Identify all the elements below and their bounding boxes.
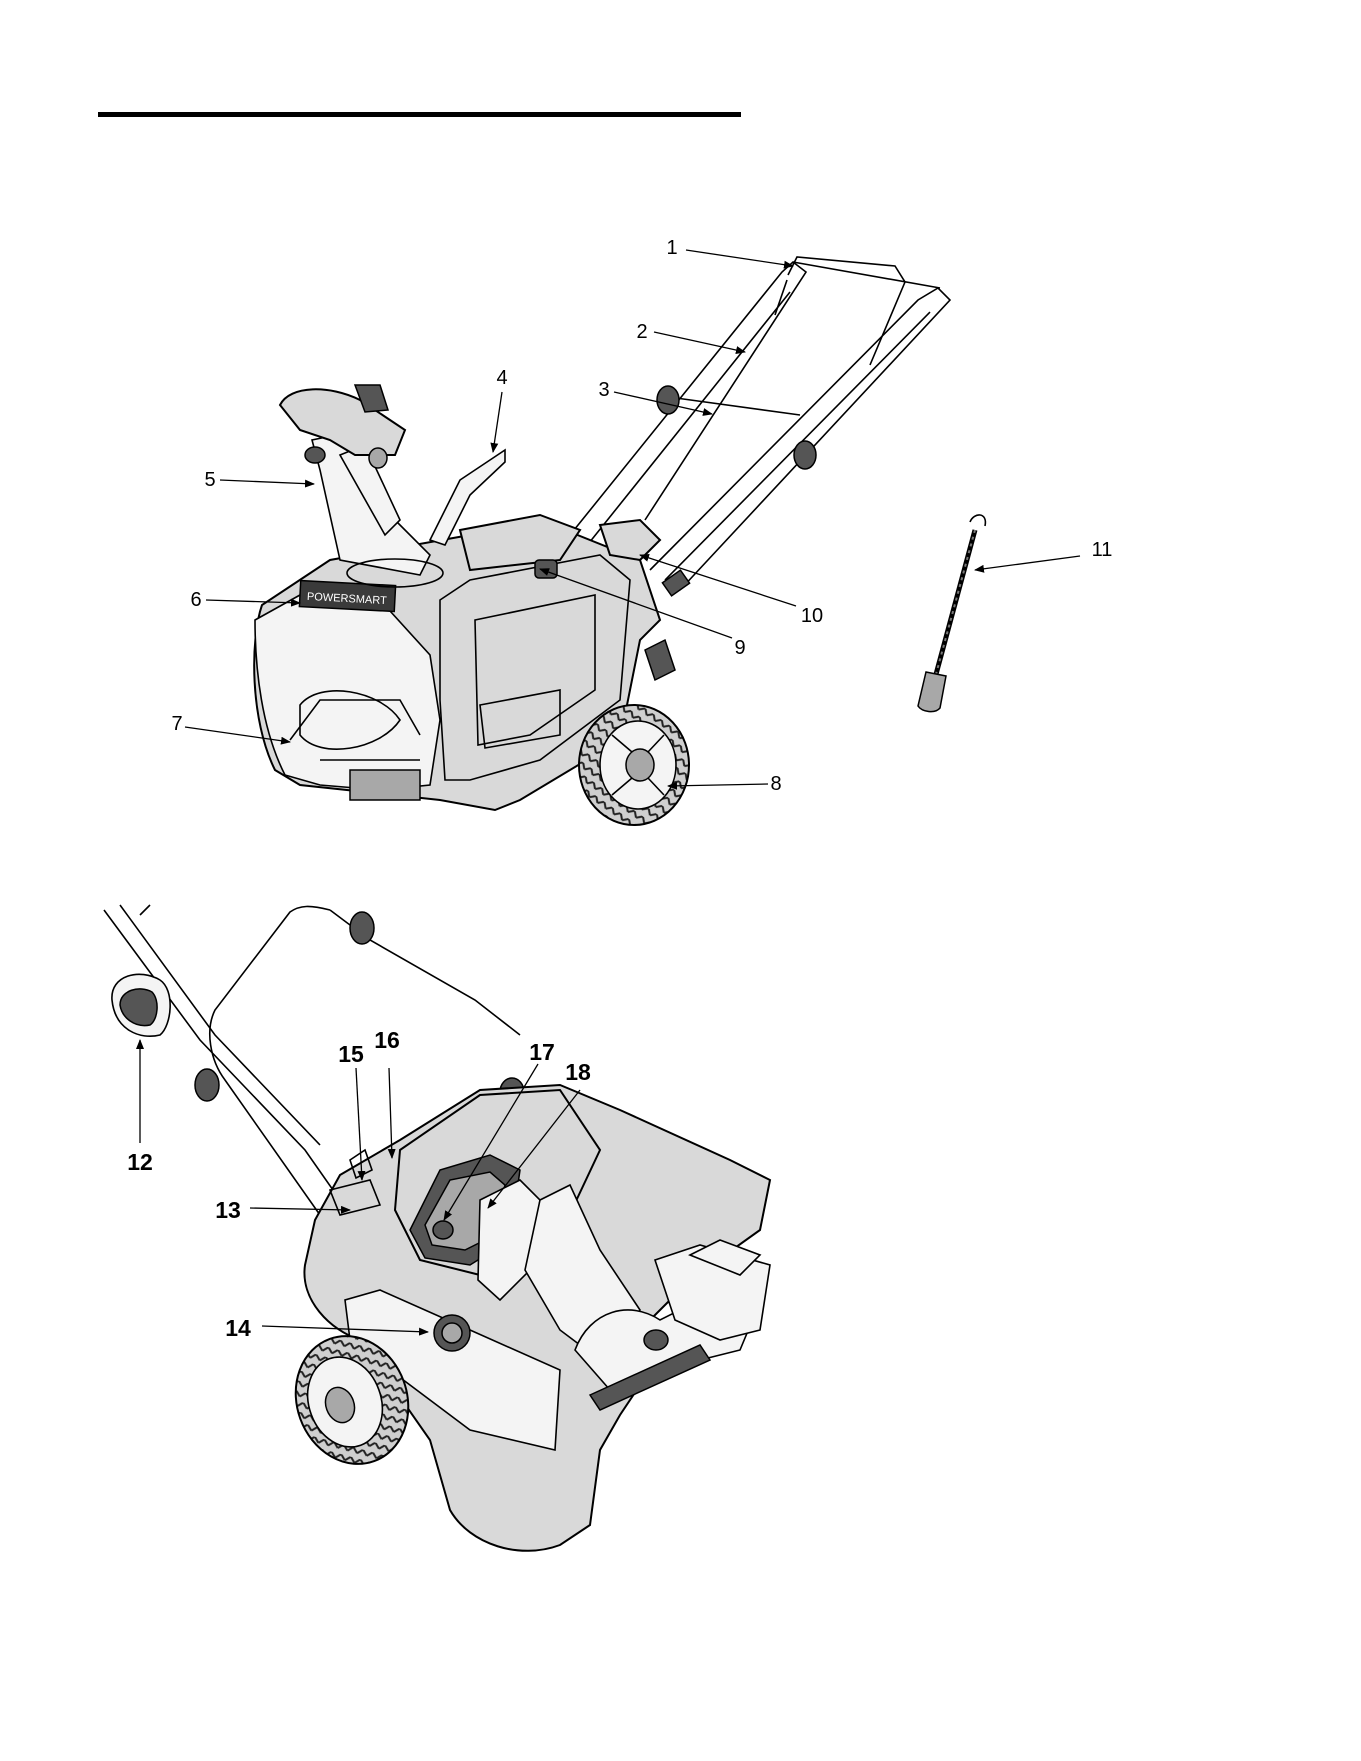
callout-14: 14 xyxy=(225,1315,251,1341)
callout-15: 15 xyxy=(338,1041,364,1067)
callout-5: 5 xyxy=(204,469,215,491)
callout-4: 4 xyxy=(496,367,507,389)
cleanout-tool xyxy=(918,515,985,712)
callout-16: 16 xyxy=(374,1027,400,1053)
callout-10: 10 xyxy=(801,605,823,627)
callout-11: 11 xyxy=(1092,539,1113,561)
callout-6: 6 xyxy=(190,589,201,611)
callout-3: 3 xyxy=(598,379,609,401)
callout-12: 12 xyxy=(127,1149,153,1175)
front-view-drawing: POWERSMART xyxy=(171,237,1112,825)
callout-2: 2 xyxy=(636,321,647,343)
callout-18: 18 xyxy=(565,1059,591,1085)
callout-9: 9 xyxy=(734,637,745,659)
lower-housing xyxy=(304,1085,770,1551)
callout-1: 1 xyxy=(666,237,677,259)
callout-8: 8 xyxy=(770,773,781,795)
callout-13: 13 xyxy=(215,1197,241,1223)
callout-17: 17 xyxy=(529,1039,555,1065)
rear-view-drawing: 12 13 14 15 16 17 18 xyxy=(104,905,770,1551)
wheel xyxy=(579,705,689,825)
callout-7: 7 xyxy=(171,713,182,735)
